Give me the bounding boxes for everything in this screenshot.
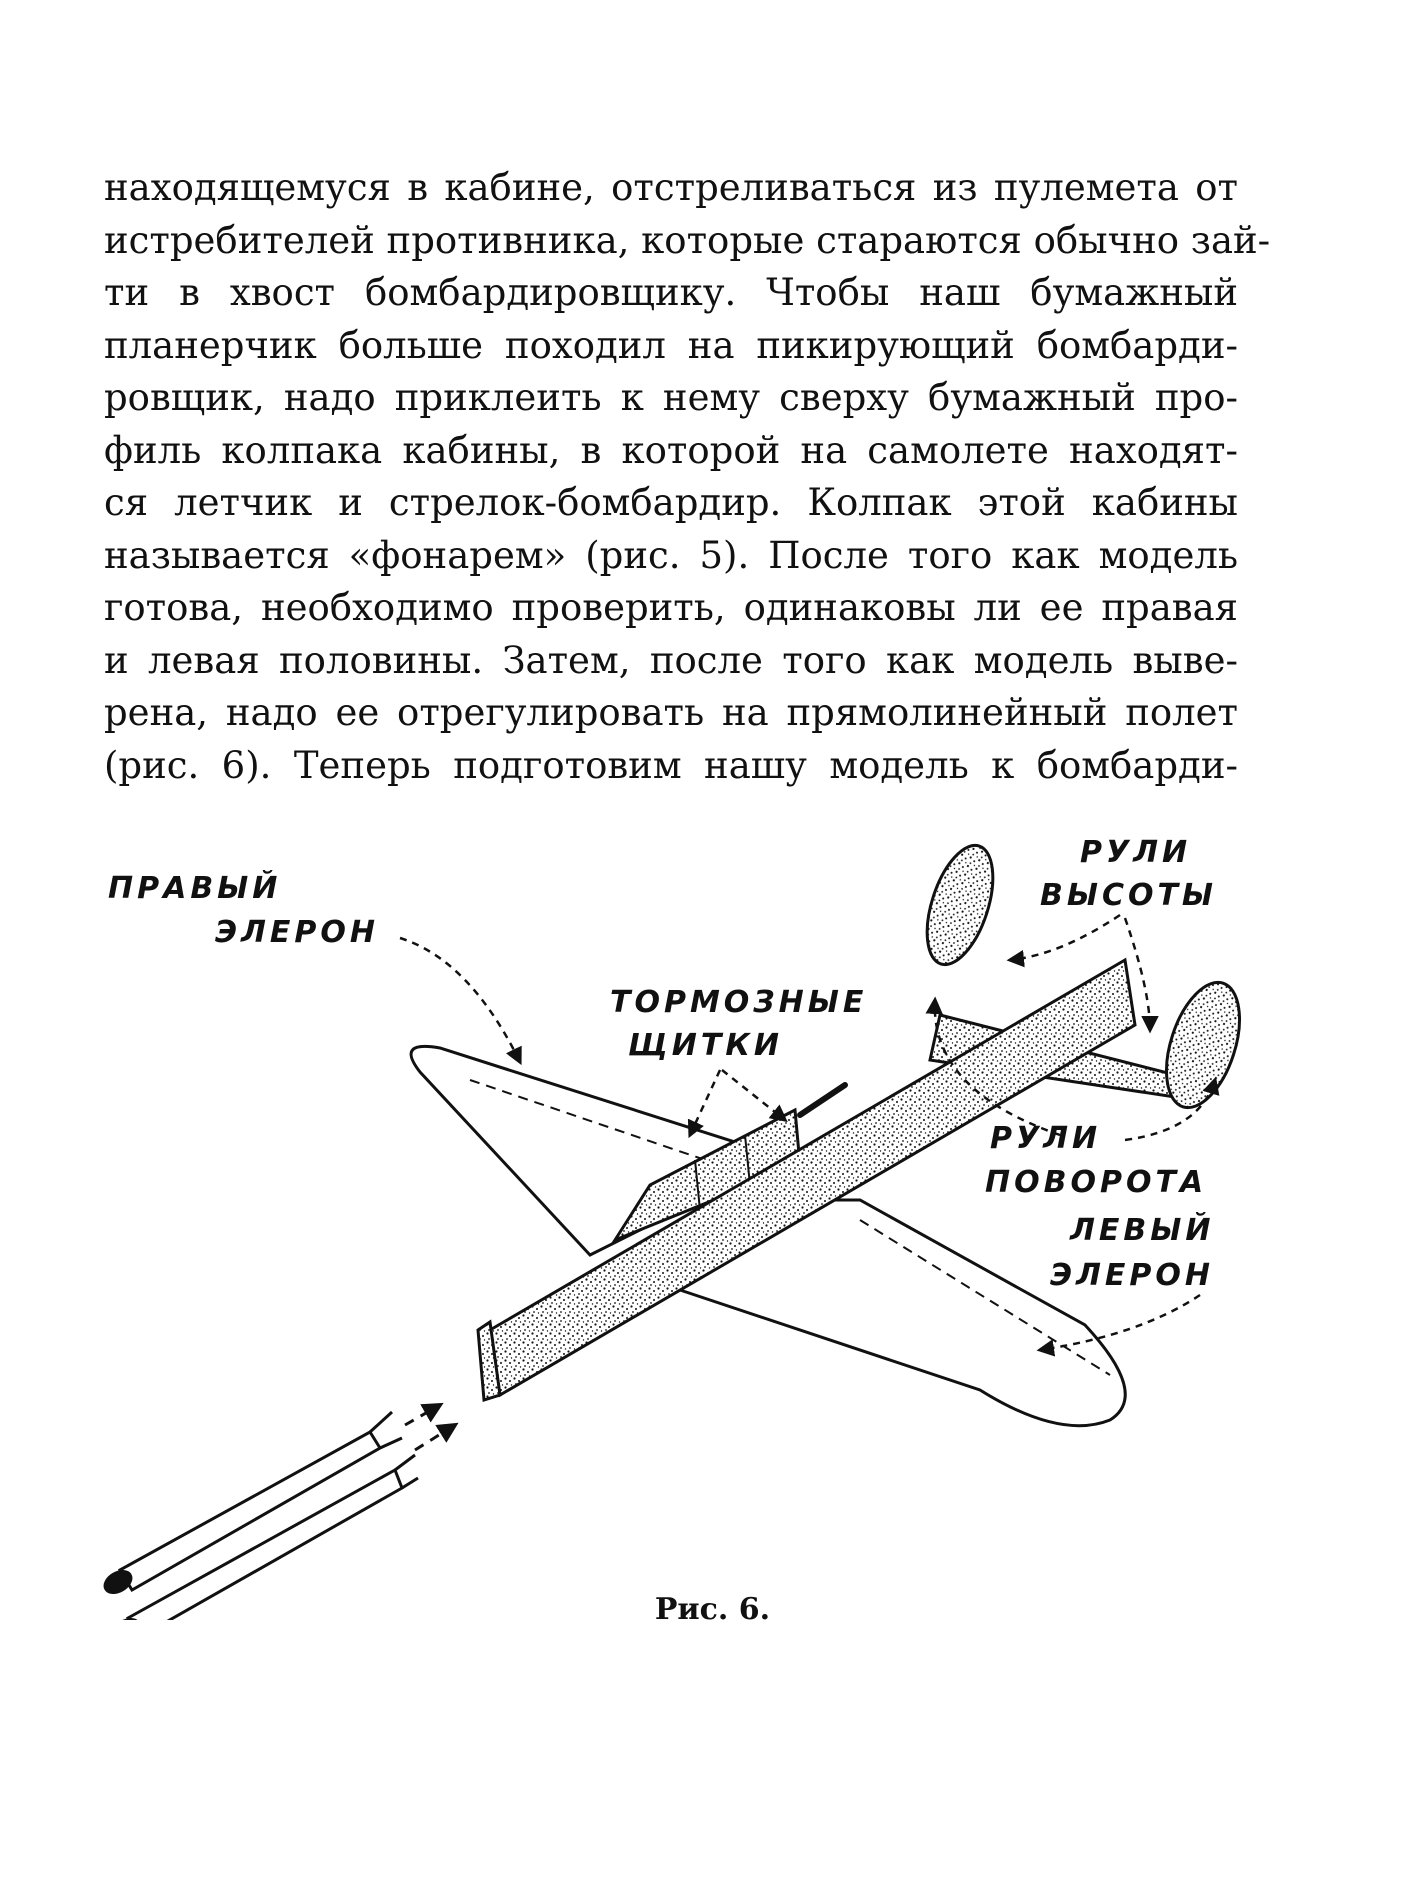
leader-elevators-2 [1123, 917, 1159, 1034]
leader-brake-flaps-2 [721, 1069, 788, 1123]
body-paragraph: находящемуся в кабине, отстреливаться из… [104, 162, 1271, 792]
label-left-aileron-1: ЛЕВЫЙ [1069, 1212, 1214, 1248]
label-rudders-2: ПОВОРОТА [985, 1165, 1207, 1200]
leader-rudders-2 [1124, 1076, 1220, 1142]
label-rudders-1: РУЛИ [990, 1121, 1101, 1156]
fuselage-nose [476, 1319, 502, 1402]
label-brake-flaps-2: ЩИТКИ [628, 1028, 783, 1063]
text-line: ся летчик и стрелок-бомбардир. Колпак эт… [104, 481, 1238, 524]
left-aileron-line [859, 1219, 1111, 1376]
left-wing [676, 1198, 1127, 1428]
label-elevators-2: ВЫСОТЫ [1040, 878, 1217, 913]
label-right-aileron-2: ЭЛЕРОН [215, 915, 379, 950]
text-line: ровщик, надо приклеить к нему сверху бум… [104, 376, 1238, 419]
glider-illustration: ПРАВЫЙ ЭЛЕРОН ТОРМОЗНЫЕ ЩИТКИ РУЛИ ВЫСОТ… [103, 835, 1241, 1620]
text-line: готова, необходимо проверить, одинаковы … [104, 586, 1238, 629]
bombs [103, 1410, 419, 1620]
text-line: рена, надо ее отрегулировать на прямолин… [104, 691, 1238, 734]
fin-right [925, 843, 995, 967]
leader-brake-flaps-1 [687, 1069, 722, 1139]
leader-right-aileron [399, 936, 522, 1066]
text-line: называется «фонарем» (рис. 5). После тог… [104, 533, 1238, 577]
gun [797, 1082, 848, 1118]
leader-rudders-1 [925, 996, 1061, 1137]
leader-left-aileron [1036, 1293, 1201, 1357]
label-left-aileron-2: ЭЛЕРОН [1050, 1258, 1214, 1293]
text-line: филь колпака кабины, в которой на самоле… [104, 428, 1238, 472]
fin-left [1165, 980, 1241, 1110]
text-line: ти в хвост бомбардировщику. Чтобы наш бу… [104, 271, 1238, 314]
text-line: находящемуся в кабине, отстреливаться из… [104, 166, 1238, 209]
figure-caption: Рис. 6. [654, 1592, 771, 1627]
text-line: планерчик больше походил на пикирующий б… [104, 323, 1238, 367]
text-line: истребителей противника, которые старают… [104, 218, 1271, 262]
label-brake-flaps-1: ТОРМОЗНЫЕ [610, 985, 867, 1020]
leader-elevators-1 [1006, 913, 1121, 968]
label-right-aileron-1: ПРАВЫЙ [108, 870, 281, 906]
text-line: (рис. 6). Теперь подготовим нашу модель … [104, 743, 1238, 787]
label-elevators-1: РУЛИ [1080, 835, 1191, 870]
text-line: и левая половины. Затем, после того как … [104, 638, 1238, 682]
